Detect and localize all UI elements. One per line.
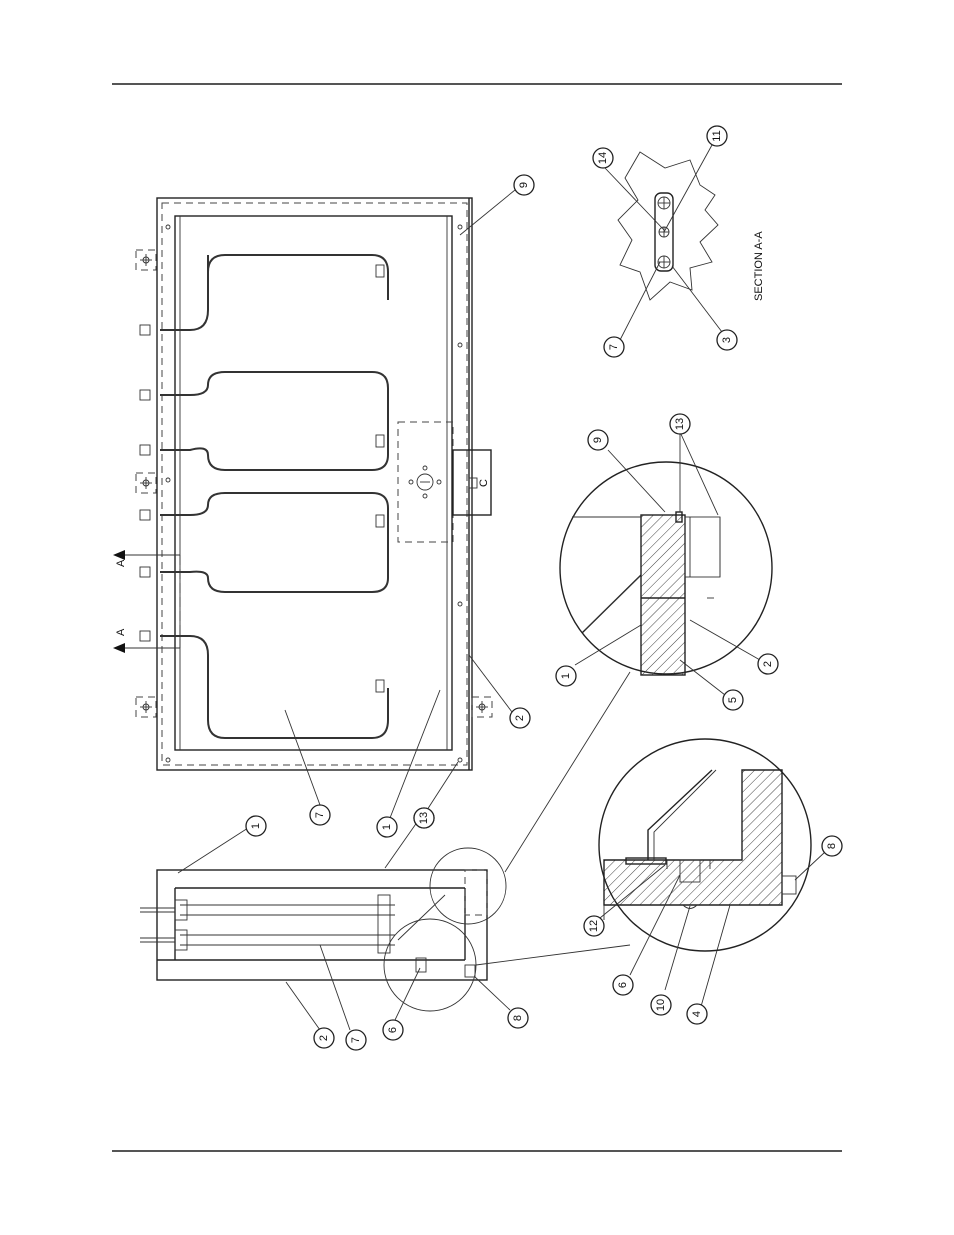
callout-bubble: 7	[604, 337, 624, 357]
callout-label: 1	[560, 673, 572, 679]
callout-label: 14	[597, 152, 609, 164]
inner-panel	[175, 216, 452, 750]
callout-bubble: 7	[346, 1030, 366, 1050]
callout-label: 13	[418, 812, 430, 824]
callout-bubble: 9	[588, 430, 608, 450]
callout-bubble: 14	[593, 148, 613, 168]
callout-label: 9	[592, 437, 604, 443]
callout-label: 4	[691, 1011, 703, 1017]
callout-label: 2	[318, 1035, 330, 1041]
section-title: SECTION A-A	[753, 231, 765, 301]
callout-bubble: 10	[651, 995, 671, 1015]
callout-bubble: 5	[723, 690, 743, 710]
callout-bubble: 2	[314, 1028, 334, 1048]
nameplate-marker: C	[478, 479, 490, 487]
callout-label: 12	[588, 920, 600, 932]
callout-label: 11	[711, 130, 723, 141]
callout-label: 1	[250, 823, 262, 829]
detail-circle-upper	[430, 848, 506, 924]
callout-label: 2	[762, 661, 774, 667]
callout-bubble: 1	[556, 666, 576, 686]
callout-bubble: 1	[246, 816, 266, 836]
callout-bubble: 8	[508, 1008, 528, 1028]
detail-upper	[560, 462, 772, 675]
callout-bubble: 6	[383, 1020, 403, 1040]
callout-label: 13	[674, 418, 686, 430]
section-marker-1: A	[115, 559, 127, 567]
callout-label: 5	[727, 697, 739, 703]
callout-bubble: 13	[414, 808, 434, 828]
callout-label: 8	[512, 1015, 524, 1021]
callout-bubble: 7	[310, 805, 330, 825]
callout-bubble: 13	[670, 414, 690, 434]
heating-element-1	[160, 255, 388, 330]
callout-bubble: 8	[822, 836, 842, 856]
callout-label: 10	[655, 999, 667, 1011]
callout-bubble: 2	[758, 654, 778, 674]
callout-bubble: 9	[514, 175, 534, 195]
detail-lower	[599, 739, 811, 951]
top-view: C A A	[113, 198, 492, 770]
heating-element-2	[160, 372, 388, 470]
callout-label: 9	[518, 182, 530, 188]
callout-label: 7	[350, 1037, 362, 1043]
callout-label: 3	[721, 337, 733, 343]
section-marker-2: A	[115, 628, 127, 636]
heating-element-3	[160, 493, 388, 592]
callout-label: 6	[617, 982, 629, 988]
callout-bubble: 4	[687, 1004, 707, 1024]
section-aa	[618, 152, 718, 300]
callout-label: 6	[387, 1027, 399, 1033]
callout-bubble: 11	[707, 126, 727, 146]
detail-circle-lower	[384, 919, 476, 1011]
callout-label: 7	[314, 812, 326, 818]
callout-bubble: 6	[613, 975, 633, 995]
callout-label: 7	[608, 344, 620, 350]
callout-label: 8	[826, 843, 838, 849]
outer-frame	[157, 198, 472, 770]
callout-bubble: 1	[377, 817, 397, 837]
callout-label: 1	[381, 824, 393, 830]
callout-label: 2	[514, 715, 526, 721]
callout-bubble: 3	[717, 330, 737, 350]
side-view	[140, 848, 506, 1011]
heating-element-1b	[160, 636, 388, 738]
callout-bubble: 12	[584, 916, 604, 936]
callout-bubble: 2	[510, 708, 530, 728]
